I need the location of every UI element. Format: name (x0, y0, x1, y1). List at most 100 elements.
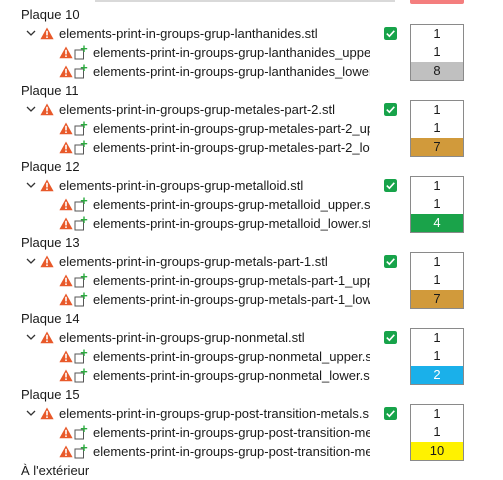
part-row[interactable]: elements-print-in-groups-grup-post-trans… (0, 423, 503, 442)
plate-row[interactable]: Plaque 14 (0, 309, 503, 328)
object-quantity[interactable]: 1 (410, 252, 464, 271)
total-quantity-value: 8 (433, 63, 441, 78)
add-part-icon (74, 368, 88, 383)
warning-triangle-icon (59, 217, 73, 230)
add-part-icon (74, 121, 88, 136)
part-quantity[interactable]: 1 (410, 195, 464, 214)
part-row[interactable]: elements-print-in-groups-grup-metales-pa… (0, 138, 503, 157)
part-row[interactable]: elements-print-in-groups-grup-nonmetal_l… (0, 366, 503, 385)
warning-triangle-icon (59, 445, 73, 458)
part-quantity-value: 1 (433, 196, 441, 211)
part-quantity[interactable]: 1 (410, 423, 464, 442)
add-part-icon (74, 349, 88, 364)
chevron-down-icon[interactable] (26, 104, 36, 114)
total-quantity: 4 (410, 214, 464, 233)
total-quantity: 7 (410, 290, 464, 309)
object-name: elements-print-in-groups-grup-metales-pa… (59, 102, 335, 117)
chevron-down-icon[interactable] (26, 180, 36, 190)
part-row[interactable]: elements-print-in-groups-grup-metals-par… (0, 290, 503, 309)
total-quantity-value: 7 (433, 291, 441, 306)
part-row[interactable]: elements-print-in-groups-grup-metalloid_… (0, 214, 503, 233)
part-name: elements-print-in-groups-grup-post-trans… (93, 425, 370, 440)
object-quantity-value: 1 (433, 26, 441, 41)
total-quantity-value: 10 (429, 443, 445, 458)
part-name: elements-print-in-groups-grup-lanthanide… (93, 64, 370, 79)
object-row[interactable]: elements-print-in-groups-grup-lanthanide… (0, 24, 503, 43)
object-row[interactable]: elements-print-in-groups-grup-metalloid.… (0, 176, 503, 195)
plate-label: Plaque 13 (21, 235, 80, 250)
chevron-down-icon[interactable] (26, 28, 36, 38)
warning-triangle-icon (59, 350, 73, 363)
part-quantity[interactable]: 1 (410, 119, 464, 138)
chevron-down-icon[interactable] (26, 332, 36, 342)
object-quantity-value: 1 (433, 254, 441, 269)
object-quantity[interactable]: 1 (410, 176, 464, 195)
add-part-icon (74, 216, 88, 231)
part-name: elements-print-in-groups-grup-nonmetal_l… (93, 368, 370, 383)
plate-row[interactable]: Plaque 13 (0, 233, 503, 252)
object-quantity[interactable]: 1 (410, 328, 464, 347)
total-quantity: 10 (410, 442, 464, 461)
part-row[interactable]: elements-print-in-groups-grup-nonmetal_u… (0, 347, 503, 366)
part-row[interactable]: elements-print-in-groups-grup-metalloid_… (0, 195, 503, 214)
object-row[interactable]: elements-print-in-groups-grup-post-trans… (0, 404, 503, 423)
part-quantity-value: 1 (433, 272, 441, 287)
previous-row-remnant (95, 0, 395, 2)
part-quantity-value: 1 (433, 120, 441, 135)
plate-row[interactable]: Plaque 10 (0, 5, 503, 24)
object-quantity-value: 1 (433, 406, 441, 421)
object-quantity[interactable]: 1 (410, 100, 464, 119)
total-quantity: 8 (410, 62, 464, 81)
plate-label: Plaque 11 (21, 83, 79, 98)
part-row[interactable]: elements-print-in-groups-grup-post-trans… (0, 442, 503, 461)
part-row[interactable]: elements-print-in-groups-grup-metales-pa… (0, 119, 503, 138)
warning-triangle-icon (40, 179, 54, 192)
printable-checkbox[interactable] (384, 407, 397, 420)
chevron-down-icon[interactable] (26, 256, 36, 266)
part-quantity[interactable]: 1 (410, 271, 464, 290)
object-row[interactable]: elements-print-in-groups-grup-nonmetal.s… (0, 328, 503, 347)
warning-triangle-icon (59, 369, 73, 382)
plate-row[interactable]: Plaque 12 (0, 157, 503, 176)
part-name: elements-print-in-groups-grup-metales-pa… (93, 140, 370, 155)
object-name: elements-print-in-groups-grup-lanthanide… (59, 26, 318, 41)
warning-triangle-icon (59, 65, 73, 78)
object-tree: Plaque 10 elements-print-in-groups-grup-l… (0, 5, 503, 480)
warning-triangle-icon (40, 103, 54, 116)
printable-checkbox[interactable] (384, 179, 397, 192)
plate-row[interactable]: Plaque 15 (0, 385, 503, 404)
object-quantity[interactable]: 1 (410, 404, 464, 423)
part-row[interactable]: elements-print-in-groups-grup-lanthanide… (0, 62, 503, 81)
warning-triangle-icon (59, 141, 73, 154)
object-quantity[interactable]: 1 (410, 24, 464, 43)
total-quantity-value: 2 (433, 367, 441, 382)
part-quantity[interactable]: 1 (410, 347, 464, 366)
total-quantity: 7 (410, 138, 464, 157)
object-quantity-value: 1 (433, 330, 441, 345)
object-row[interactable]: elements-print-in-groups-grup-metales-pa… (0, 100, 503, 119)
add-part-icon (74, 292, 88, 307)
add-part-icon (74, 273, 88, 288)
chevron-down-icon[interactable] (26, 408, 36, 418)
warning-triangle-icon (40, 27, 54, 40)
printable-checkbox[interactable] (384, 103, 397, 116)
warning-triangle-icon (59, 426, 73, 439)
part-name: elements-print-in-groups-grup-lanthanide… (93, 45, 370, 60)
plate-row[interactable]: Plaque 11 (0, 81, 503, 100)
part-row[interactable]: elements-print-in-groups-grup-metals-par… (0, 271, 503, 290)
warning-triangle-icon (59, 122, 73, 135)
part-quantity[interactable]: 1 (410, 43, 464, 62)
printable-checkbox[interactable] (384, 331, 397, 344)
plate-label: Plaque 10 (21, 7, 80, 22)
printable-checkbox[interactable] (384, 27, 397, 40)
part-row[interactable]: elements-print-in-groups-grup-lanthanide… (0, 43, 503, 62)
warning-triangle-icon (59, 293, 73, 306)
part-name: elements-print-in-groups-grup-metals-par… (93, 273, 370, 288)
total-quantity: 2 (410, 366, 464, 385)
object-row[interactable]: elements-print-in-groups-grup-metals-par… (0, 252, 503, 271)
part-quantity-value: 1 (433, 44, 441, 59)
printable-checkbox[interactable] (384, 255, 397, 268)
outside-row[interactable]: À l'extérieur (0, 461, 503, 480)
object-name: elements-print-in-groups-grup-nonmetal.s… (59, 330, 305, 345)
plate-label: Plaque 15 (21, 387, 80, 402)
